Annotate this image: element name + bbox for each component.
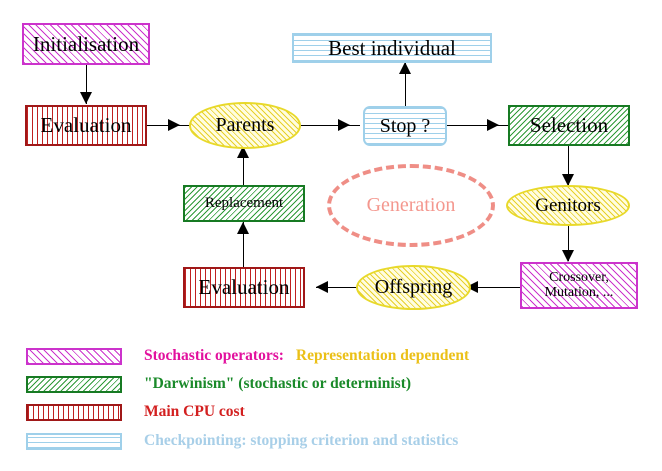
legend-label-darwinism: "Darwinism" (stochastic or determinist)	[144, 375, 412, 392]
legend-row-main-cpu-cost: Main CPU cost	[26, 400, 245, 424]
node-crossover-mutation[interactable]: Crossover, Mutation, ...	[520, 262, 638, 309]
legend-row-checkpointing: Checkpointing: stopping criterion and st…	[26, 429, 458, 453]
legend-label-representation-dependent: Representation dependent	[295, 347, 470, 364]
arrowhead-replacement-to-parents	[237, 146, 249, 158]
edge-parents-to-stop	[300, 125, 360, 126]
node-genitors-label: Genitors	[535, 194, 601, 216]
node-offspring-label: Offspring	[374, 276, 453, 298]
legend-swatch-blue-horizontal-hatch	[26, 432, 122, 450]
node-initialisation-label: Initialisation	[32, 31, 140, 56]
edge-offspring-to-evaluation	[316, 287, 364, 288]
arrowhead-offspring-to-evaluation	[316, 281, 328, 293]
node-stop[interactable]: Stop ?	[363, 106, 447, 146]
legend-text-main-cpu-cost: Main CPU cost	[144, 403, 245, 421]
node-best-individual[interactable]: Best individual	[292, 33, 492, 63]
edge-crossover-to-offspring	[466, 287, 521, 288]
node-evaluation-top-label: Evaluation	[40, 113, 132, 138]
edge-genitors-to-crossover	[568, 225, 569, 261]
legend-text-darwinism: "Darwinism" (stochastic or determinist)	[144, 375, 411, 393]
node-evaluation-top[interactable]: Evaluation	[25, 105, 147, 146]
legend-swatch-red-vertical-hatch	[26, 403, 122, 421]
edge-selection-to-genitors	[568, 146, 569, 186]
node-generation-boundary: Generation	[327, 164, 495, 247]
legend-label-checkpointing: Checkpointing: stopping criterion and st…	[144, 432, 459, 449]
arrowhead-stop-to-best-individual	[399, 62, 411, 74]
arrowhead-evaluation-to-parents	[168, 119, 180, 131]
node-evaluation-bottom-label: Evaluation	[198, 275, 290, 300]
edge-stop-to-selection	[447, 125, 509, 126]
arrowhead-stop-to-selection	[487, 119, 499, 131]
edge-replacement-to-parents	[243, 146, 244, 186]
node-replacement[interactable]: Replacement	[183, 185, 305, 222]
node-replacement-label: Replacement	[204, 194, 284, 211]
legend: Stochastic operators: Representation depe…	[0, 340, 662, 465]
node-genitors[interactable]: Genitors	[506, 185, 630, 226]
node-initialisation[interactable]: Initialisation	[22, 23, 150, 65]
node-crossover-mutation-label-line1: Crossover,	[549, 269, 609, 285]
legend-text-stochastic-operators: Stochastic operators: Representation depe…	[144, 347, 469, 365]
node-evaluation-bottom[interactable]: Evaluation	[183, 267, 305, 308]
node-selection[interactable]: Selection	[508, 105, 630, 146]
node-stop-label: Stop ?	[379, 114, 431, 137]
edge-stop-to-best-individual	[405, 62, 406, 107]
legend-label-main-cpu-cost: Main CPU cost	[144, 403, 245, 420]
node-generation-label: Generation	[366, 194, 456, 216]
node-best-individual-label: Best individual	[328, 35, 456, 60]
legend-text-checkpointing: Checkpointing: stopping criterion and st…	[144, 432, 458, 450]
legend-swatch-green-diagonal-hatch	[26, 375, 122, 393]
legend-row-darwinism: "Darwinism" (stochastic or determinist)	[26, 372, 411, 396]
arrowhead-parents-to-stop	[338, 119, 350, 131]
arrowhead-initialisation-to-evaluation	[80, 92, 92, 104]
arrowhead-evaluation-to-replacement	[237, 222, 249, 234]
edge-evaluation-to-replacement	[243, 222, 244, 267]
node-parents[interactable]: Parents	[189, 102, 301, 149]
node-selection-label: Selection	[529, 113, 609, 138]
node-parents-label: Parents	[215, 114, 275, 136]
legend-label-stochastic-operators: Stochastic operators:	[144, 347, 284, 364]
node-crossover-mutation-label-line2: Mutation, ...	[544, 284, 614, 300]
arrowhead-selection-to-genitors	[562, 174, 574, 186]
arrowhead-genitors-to-crossover	[562, 250, 574, 262]
node-offspring[interactable]: Offspring	[356, 265, 471, 310]
legend-row-stochastic-operators: Stochastic operators: Representation depe…	[26, 344, 469, 368]
legend-swatch-magenta-diagonal-hatch	[26, 347, 122, 365]
edge-initialisation-to-evaluation	[86, 64, 87, 104]
